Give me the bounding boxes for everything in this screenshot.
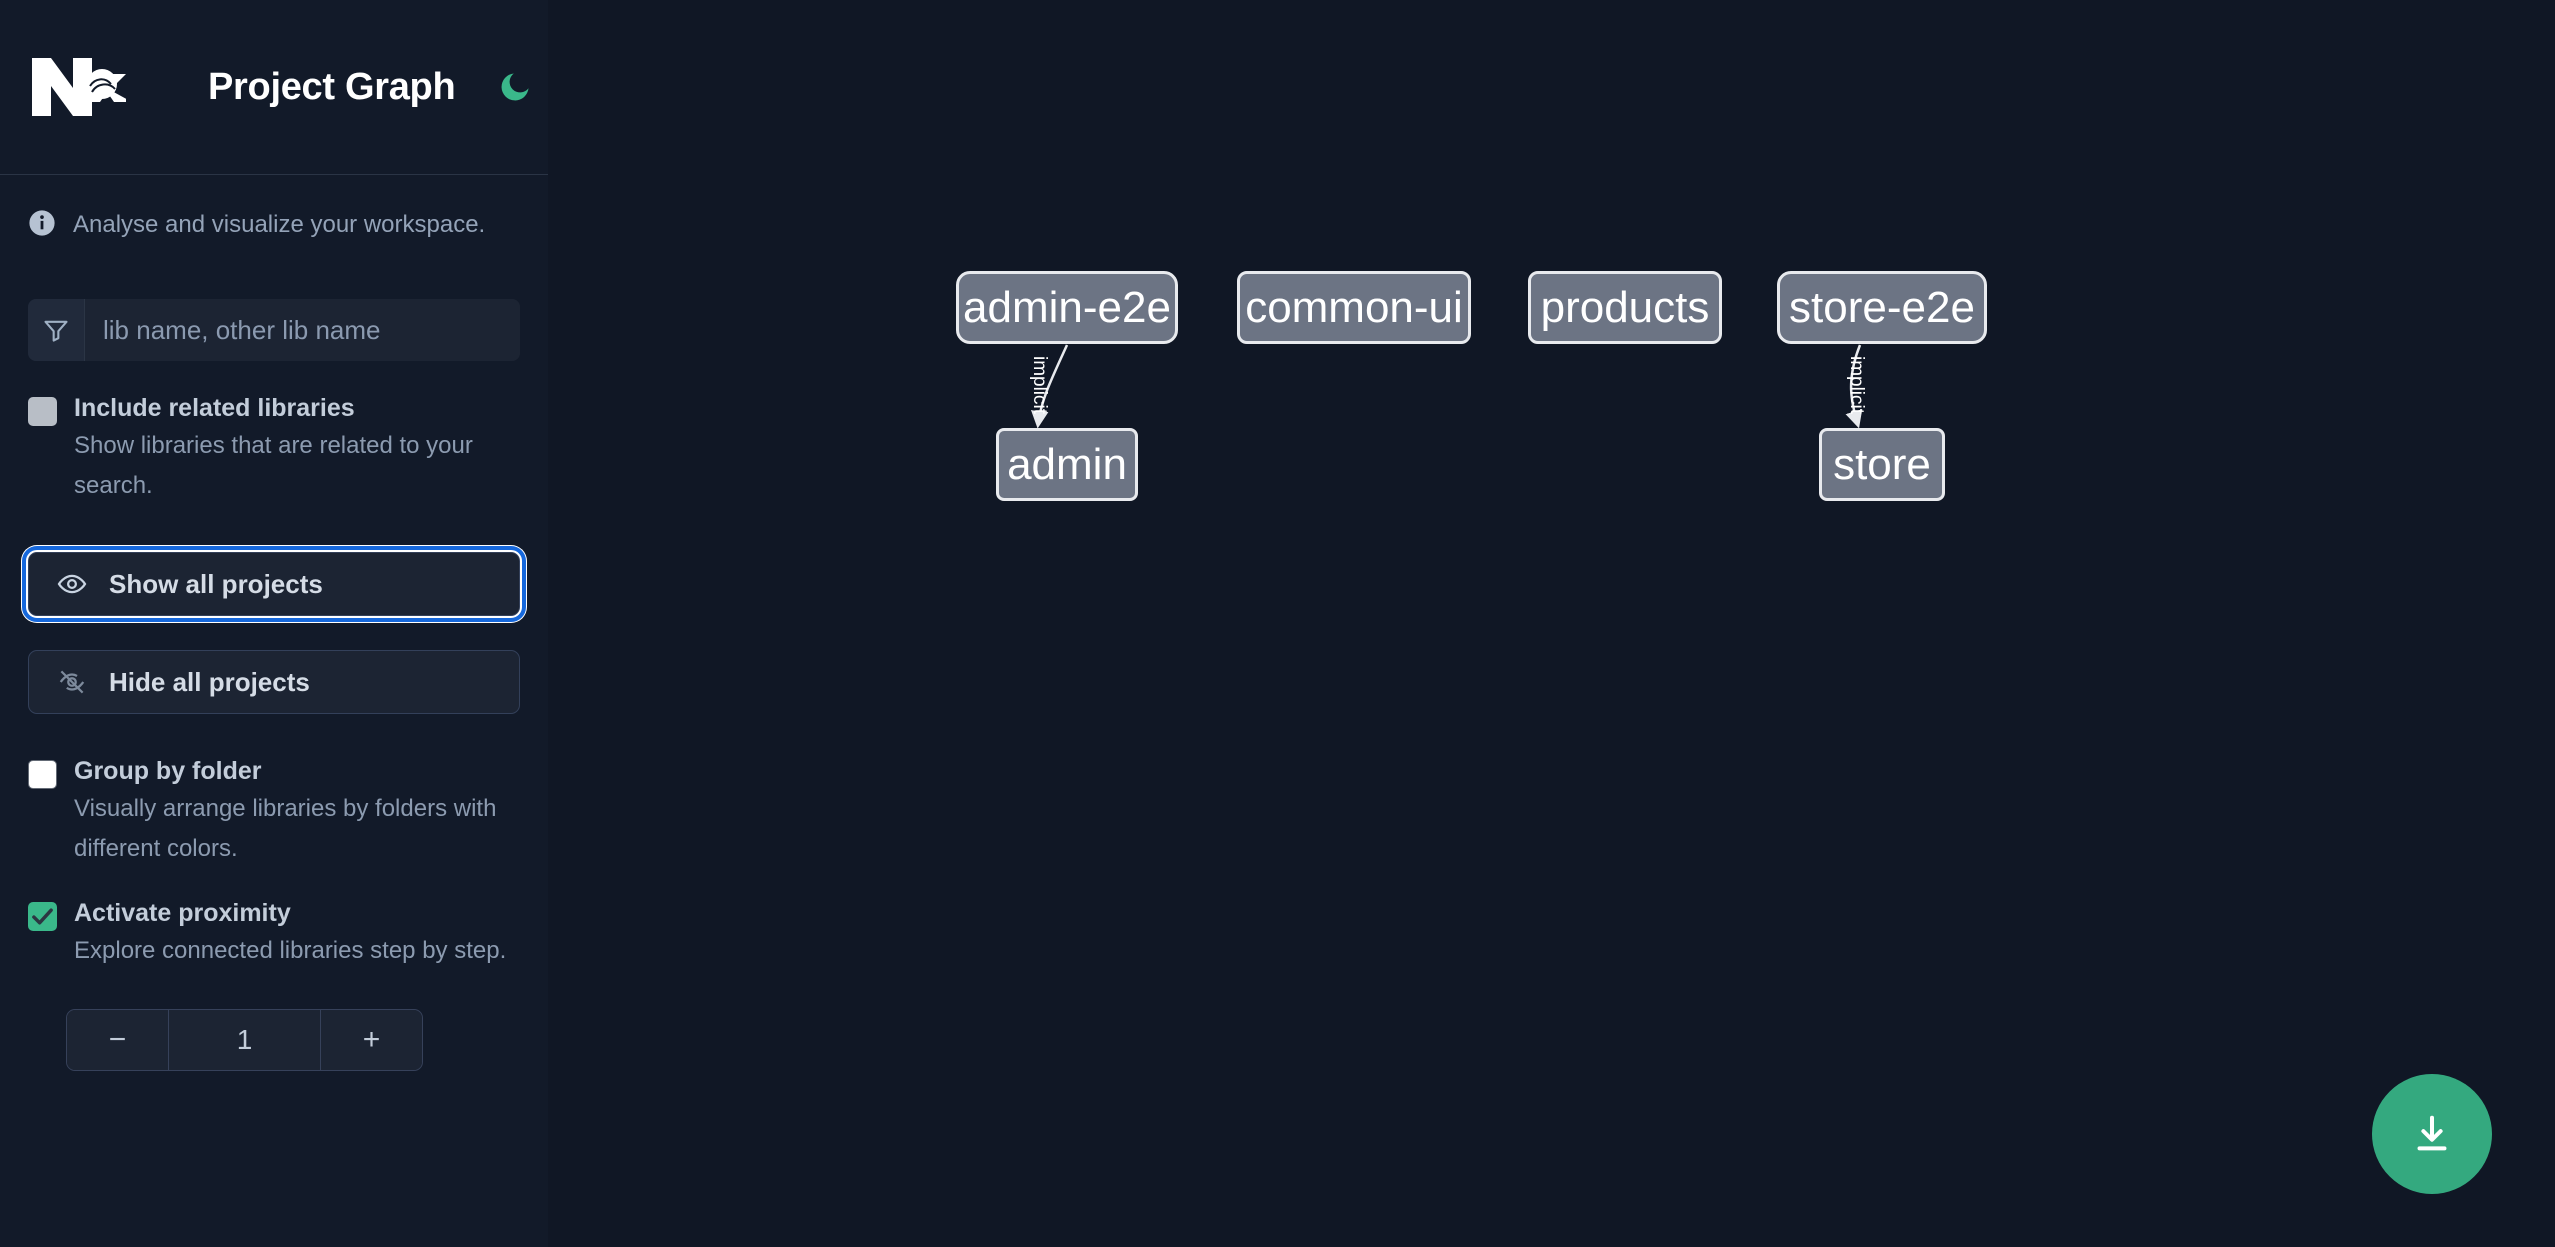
group-by-folder-checkbox-wrap (28, 756, 57, 869)
stepper-divider-left (168, 1010, 169, 1070)
proximity-stepper: − 1 + (66, 1009, 423, 1071)
option-body: Include related libraries Show libraries… (74, 393, 520, 506)
edge-store-e2e-to-store: implicit (1845, 344, 1867, 429)
option-group-by-folder[interactable]: Group by folder Visually arrange librari… (28, 714, 520, 869)
include-related-libraries-checkbox-wrap (28, 393, 57, 506)
info-circle-icon (28, 209, 56, 242)
graph-node-label: store (1833, 439, 1931, 489)
graph-canvas[interactable]: implicit implicit admin-e2e common-ui prod… (548, 0, 2555, 1247)
search-box (28, 299, 520, 361)
graph-node-store-e2e[interactable]: store-e2e (1777, 271, 1987, 344)
download-icon (2417, 1115, 2447, 1151)
sidebar-header: Project Graph (0, 0, 548, 175)
option-body: Group by folder Visually arrange librari… (74, 756, 520, 869)
workspace-info: Analyse and visualize your workspace. (0, 175, 548, 275)
option-include-related-libraries[interactable]: Include related libraries Show libraries… (28, 361, 520, 506)
hide-all-projects-button[interactable]: Hide all projects (28, 650, 520, 714)
option-description: Show libraries that are related to your … (74, 432, 473, 499)
option-label: Group by folder (74, 757, 262, 785)
show-all-projects-button[interactable]: Show all projects (22, 546, 526, 622)
graph-node-admin[interactable]: admin (996, 428, 1138, 501)
eye-off-icon (57, 667, 87, 697)
eye-icon (57, 569, 87, 599)
activate-proximity-checkbox-wrap (28, 898, 57, 971)
graph-node-label: admin (1007, 439, 1127, 489)
graph-node-admin-e2e[interactable]: admin-e2e (956, 271, 1178, 344)
proximity-value: 1 (236, 1024, 253, 1055)
search-input[interactable] (85, 299, 520, 361)
edge-admin-e2e-to-admin: implicit (1029, 344, 1069, 429)
hide-all-projects-wrap: Hide all projects (28, 650, 520, 714)
include-related-libraries-checkbox[interactable] (28, 397, 57, 426)
nx-logo (28, 54, 132, 120)
option-description: Visually arrange libraries by folders wi… (74, 795, 497, 862)
proximity-increment-button[interactable]: + (321, 1010, 422, 1070)
graph-edges: implicit implicit (1029, 344, 1867, 429)
edge-label-implicit-2: implicit (1846, 356, 1867, 415)
graph-node-label: store-e2e (1789, 282, 1975, 332)
edge-label-implicit-1: implicit (1029, 356, 1050, 415)
stepper-divider-right (320, 1010, 321, 1070)
page-title: Project Graph (208, 65, 456, 108)
moon-icon[interactable] (493, 65, 537, 109)
option-label: Activate proximity (74, 899, 291, 927)
graph-node-label: products (1540, 282, 1710, 332)
show-all-projects-label: Show all projects (109, 568, 323, 599)
workspace-info-text: Analyse and visualize your workspace. (73, 211, 486, 238)
group-by-folder-checkbox[interactable] (28, 760, 57, 789)
graph-node-label: admin-e2e (963, 282, 1171, 332)
show-all-projects-wrap: Show all projects (22, 546, 526, 622)
graph-node-store[interactable]: store (1819, 428, 1945, 501)
graph-node-common-ui[interactable]: common-ui (1237, 271, 1471, 344)
option-label: Include related libraries (74, 394, 355, 422)
graph-node-label: common-ui (1245, 282, 1463, 332)
option-body: Activate proximity Explore connected lib… (74, 898, 520, 971)
hide-all-projects-label: Hide all projects (109, 666, 310, 697)
graph-node-products[interactable]: products (1528, 271, 1722, 344)
option-description: Explore connected libraries step by step… (74, 937, 507, 964)
sidebar: Project Graph Analyse and visualize your… (0, 0, 548, 1247)
proximity-decrement-button[interactable]: − (67, 1010, 168, 1070)
filter-funnel-icon[interactable] (28, 299, 85, 361)
option-activate-proximity[interactable]: Activate proximity Explore connected lib… (28, 869, 520, 971)
sidebar-controls: Include related libraries Show libraries… (0, 299, 548, 1071)
download-graph-button[interactable] (2372, 1074, 2492, 1194)
activate-proximity-checkbox[interactable] (28, 902, 57, 931)
